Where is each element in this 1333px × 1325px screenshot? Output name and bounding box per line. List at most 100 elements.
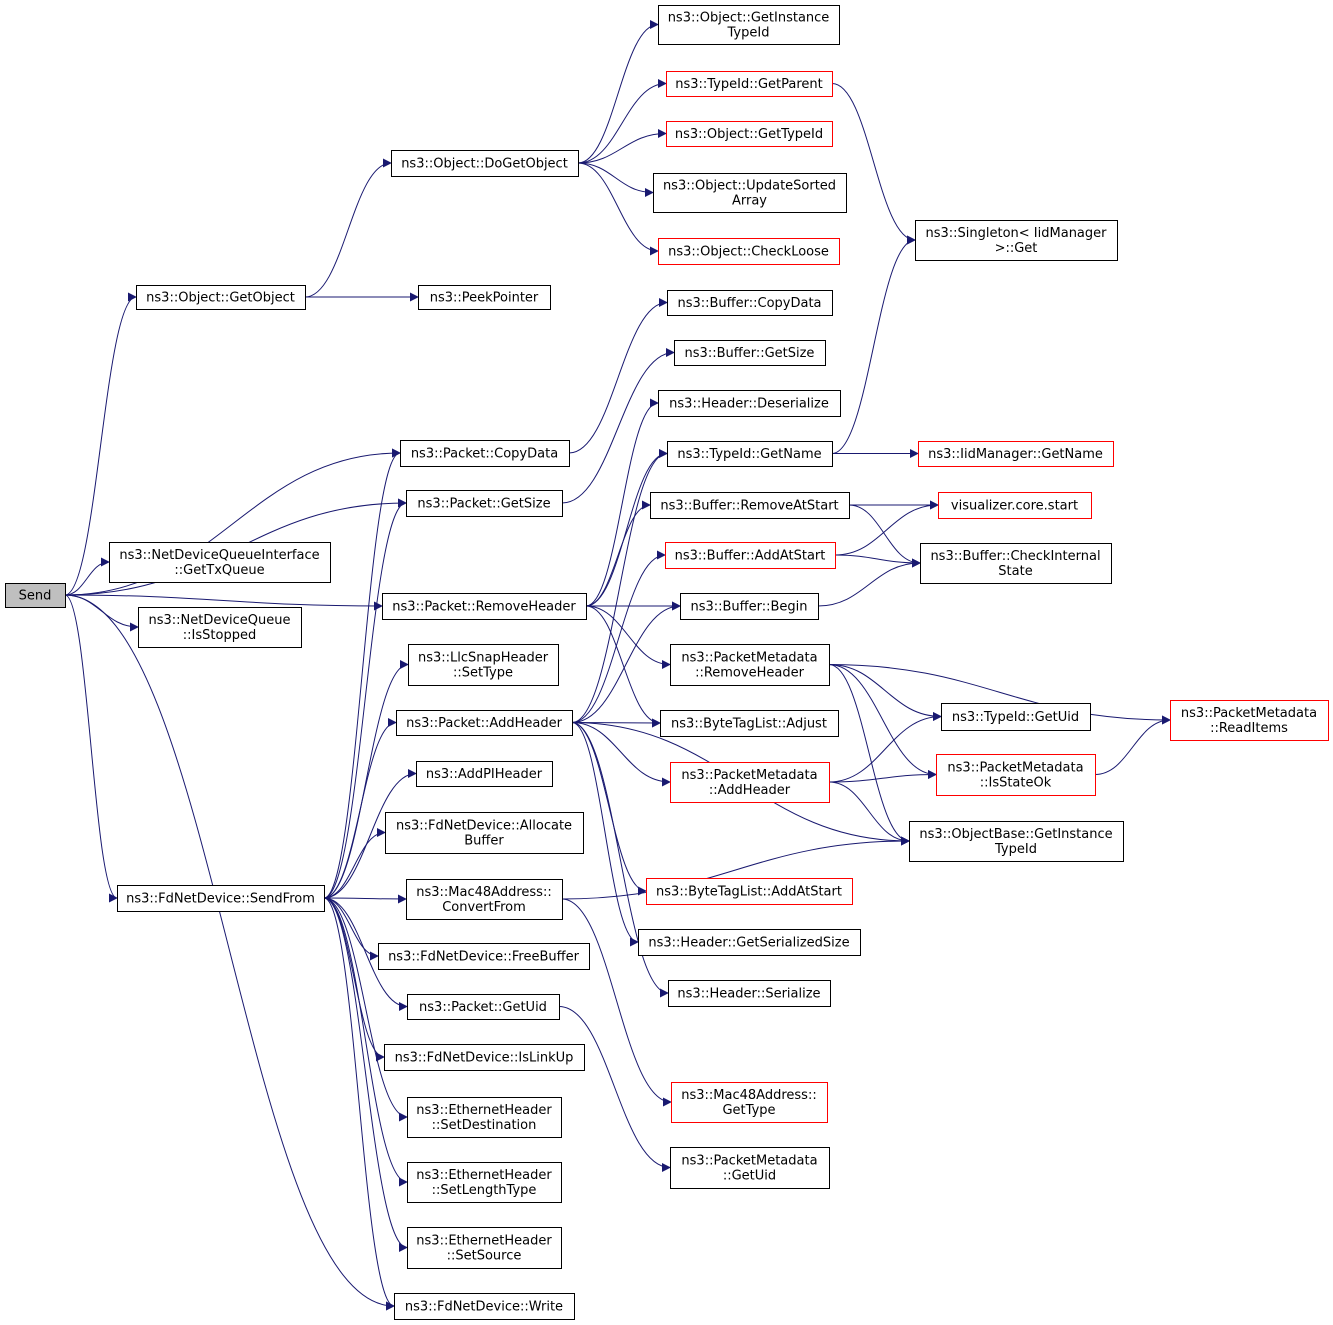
- node-vizstart[interactable]: visualizer.core.start: [938, 492, 1092, 519]
- node-getserializedsize[interactable]: ns3::Header::GetSerializedSize: [638, 929, 861, 956]
- node-label: ns3::Buffer::AddAtStart: [675, 549, 826, 564]
- node-headerserialize[interactable]: ns3::Header::Serialize: [668, 980, 831, 1007]
- edge-sendfrom-to-convertfrom: [323, 894, 407, 904]
- node-label: ::GetUid: [723, 1169, 776, 1184]
- node-dogetobject[interactable]: ns3::Object::DoGetObject: [391, 150, 579, 177]
- node-label: ::IsStopped: [183, 628, 256, 643]
- node-label: ns3::Buffer::Begin: [690, 600, 807, 615]
- edge-path: [571, 722, 647, 896]
- node-getparent[interactable]: ns3::TypeId::GetParent: [666, 71, 833, 97]
- node-label: ns3::ByteTagList::AddAtStart: [656, 885, 842, 900]
- node-packetgetuid[interactable]: ns3::Packet::GetUid: [407, 994, 560, 1020]
- edge-addheader-to-headerserialize: [571, 722, 669, 998]
- edge-layer: [64, 20, 1171, 1311]
- node-label: ns3::EthernetHeader: [416, 1168, 552, 1183]
- edge-path: [323, 897, 408, 1252]
- node-iidgetname[interactable]: ns3::IidManager::GetName: [918, 441, 1114, 467]
- edge-path: [828, 781, 910, 846]
- node-label: ns3::Buffer::CheckInternal: [930, 549, 1100, 564]
- node-isstateok[interactable]: ns3::PacketMetadata::IsStateOk: [936, 754, 1096, 796]
- node-box: [391, 150, 579, 177]
- node-typeidgetname[interactable]: ns3::TypeId::GetName: [667, 441, 833, 467]
- node-label: ns3::PacketMetadata: [1181, 706, 1317, 721]
- node-peekpointer[interactable]: ns3::PeekPointer: [418, 285, 551, 310]
- node-packetcopydata[interactable]: ns3::Packet::CopyData: [400, 440, 570, 467]
- node-label: ns3::Object::GetObject: [146, 291, 295, 306]
- edge-sendfrom-to-islinkup: [323, 897, 385, 1062]
- node-addatstart[interactable]: ns3::Buffer::AddAtStart: [665, 542, 836, 569]
- node-islinkup[interactable]: ns3::FdNetDevice::IsLinkUp: [384, 1044, 585, 1071]
- node-packetgetsize[interactable]: ns3::Packet::GetSize: [406, 490, 563, 517]
- edge-send-to-gettxqueue: [64, 557, 110, 596]
- edge-removeheader-to-bytetagadjust: [585, 605, 661, 728]
- node-bufferbegin[interactable]: ns3::Buffer::Begin: [680, 593, 819, 620]
- node-buffercopydata[interactable]: ns3::Buffer::CopyData: [667, 290, 833, 316]
- node-sendfrom[interactable]: ns3::FdNetDevice::SendFrom: [117, 885, 325, 912]
- node-freebuffer[interactable]: ns3::FdNetDevice::FreeBuffer: [378, 943, 590, 970]
- edge-path: [323, 897, 408, 1187]
- node-label: ns3::Object::GetTypeId: [675, 127, 823, 142]
- node-setsource[interactable]: ns3::EthernetHeader::SetSource: [407, 1227, 562, 1269]
- node-label: ns3::Header::GetSerializedSize: [648, 936, 849, 951]
- node-write[interactable]: ns3::FdNetDevice::Write: [394, 1293, 575, 1320]
- node-label: visualizer.core.start: [951, 499, 1078, 514]
- node-typeidgetuid[interactable]: ns3::TypeId::GetUid: [941, 703, 1091, 731]
- edge-path: [571, 722, 639, 947]
- node-label: ns3::FdNetDevice::SendFrom: [126, 892, 315, 907]
- node-bytetagaddatstart[interactable]: ns3::ByteTagList::AddAtStart: [646, 878, 853, 905]
- edge-dogetobject-to-updatesorted: [577, 162, 654, 197]
- edge-path: [577, 79, 667, 164]
- node-label: ns3::NetDeviceQueueInterface: [119, 548, 319, 563]
- edge-bufferbegin-to-checkinternal: [817, 558, 921, 607]
- node-getobject[interactable]: ns3::Object::GetObject: [136, 285, 306, 310]
- node-pmgetuid[interactable]: ns3::PacketMetadata::GetUid: [670, 1147, 830, 1189]
- node-checkloose[interactable]: ns3::Object::CheckLoose: [658, 238, 840, 265]
- node-llcsettype[interactable]: ns3::LlcSnapHeader::SetType: [408, 644, 559, 686]
- node-send[interactable]: Send: [5, 583, 66, 608]
- node-setlengthtype[interactable]: ns3::EthernetHeader::SetLengthType: [407, 1162, 562, 1203]
- node-convertfrom[interactable]: ns3::Mac48Address::ConvertFrom: [406, 879, 563, 920]
- node-gettxqueue[interactable]: ns3::NetDeviceQueueInterface::GetTxQueue: [109, 542, 331, 583]
- edge-isstateok-to-readitems: [1094, 715, 1171, 775]
- edge-sendfrom-to-packetgetsize: [323, 498, 407, 899]
- node-bytetagadjust[interactable]: ns3::ByteTagList::Adjust: [660, 710, 839, 737]
- node-box: [138, 607, 302, 648]
- node-singleton[interactable]: ns3::Singleton< IidManager>::Get: [915, 220, 1118, 261]
- node-gettypeid[interactable]: ns3::Object::GetTypeId: [666, 121, 833, 147]
- node-headerdeserialize[interactable]: ns3::Header::Deserialize: [658, 390, 841, 417]
- node-isstopped[interactable]: ns3::NetDeviceQueue::IsStopped: [138, 607, 302, 648]
- edge-convertfrom-to-macgettype: [561, 898, 672, 1107]
- node-pmremoveheader[interactable]: ns3::PacketMetadata::RemoveHeader: [670, 644, 830, 686]
- node-box: [667, 290, 833, 316]
- node-box: [918, 441, 1114, 467]
- edge-path: [64, 594, 395, 1311]
- node-box: [674, 340, 826, 366]
- edge-path: [828, 770, 937, 783]
- node-box: [666, 71, 833, 97]
- node-label: ns3::IidManager::GetName: [928, 447, 1103, 462]
- node-setdestination[interactable]: ns3::EthernetHeader::SetDestination: [407, 1097, 562, 1138]
- node-readitems[interactable]: ns3::PacketMetadata::ReadItems: [1170, 700, 1329, 741]
- edge-packetgetuid-to-pmgetuid: [558, 1006, 671, 1172]
- node-addpiheader[interactable]: ns3::AddPIHeader: [416, 761, 553, 787]
- node-pmaddheader[interactable]: ns3::PacketMetadata::AddHeader: [670, 762, 830, 803]
- edge-path: [323, 828, 386, 899]
- node-addheader[interactable]: ns3::Packet::AddHeader: [396, 710, 573, 736]
- edge-typeidgetname-to-singleton: [831, 235, 916, 454]
- node-label: ns3::Packet::AddHeader: [406, 716, 562, 731]
- node-box: [407, 994, 560, 1020]
- node-label: ns3::ObjectBase::GetInstance: [919, 827, 1112, 842]
- node-removeheader[interactable]: ns3::Packet::RemoveHeader: [382, 593, 587, 620]
- edge-packetcopydata-to-buffercopydata: [568, 298, 668, 454]
- edge-path: [323, 660, 409, 899]
- node-removeatstart[interactable]: ns3::Buffer::RemoveAtStart: [650, 492, 850, 519]
- node-buffergetsize[interactable]: ns3::Buffer::GetSize: [674, 340, 826, 366]
- node-macgettype[interactable]: ns3::Mac48Address::GetType: [671, 1082, 828, 1123]
- edge-removeheader-to-headerdeserialize: [585, 398, 659, 607]
